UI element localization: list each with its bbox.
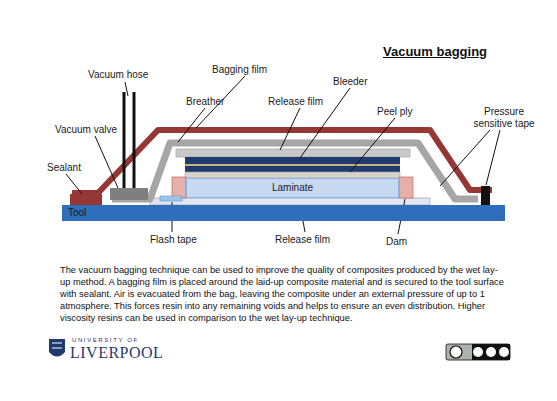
part-label: Vacuum valve [55, 124, 117, 136]
licence-icon [450, 346, 462, 358]
part-label: Release film [268, 96, 323, 108]
part-label: Breather [186, 96, 224, 108]
breather-layer [112, 143, 478, 199]
pressure-tape [481, 186, 490, 205]
part-label: Dam [386, 236, 407, 248]
node-text: Laminate [272, 182, 313, 194]
licence-badge [472, 344, 510, 360]
bleeder-layer [185, 157, 400, 172]
licence-badge [446, 344, 510, 360]
vacuum-hose [123, 92, 126, 188]
release-film-layer [176, 149, 410, 157]
licence-icon [486, 347, 496, 357]
logo-shield-mark [52, 343, 62, 348]
diagram-title: Vacuum bagging [383, 44, 487, 60]
part-label: Peel ply [377, 106, 413, 118]
part-label: Release film [275, 234, 330, 246]
part-label: Flash tape [150, 234, 197, 246]
flash-tape [160, 196, 182, 201]
dam-block [172, 177, 186, 198]
caption-text: The vacuum bagging technique can be used… [60, 264, 506, 324]
part-label: Bagging film [212, 64, 267, 76]
vacuum-hose [133, 92, 136, 188]
release-film-layer [150, 198, 430, 205]
part-label: Vacuum hose [88, 69, 148, 81]
logo-shield [49, 339, 65, 357]
node-text: Tool [68, 207, 86, 219]
part-label: Pressure sensitive tape [466, 106, 542, 130]
tool-band: Tool [62, 205, 505, 221]
laminate-box: Laminate [186, 178, 399, 198]
bleeder-stripe [185, 164, 400, 166]
dam-block [399, 177, 413, 198]
part-label: Bleeder [333, 76, 367, 88]
licence-icon [499, 347, 509, 357]
logo-text: UNIVERSITY OF [72, 337, 139, 344]
part-label: Sealant [47, 162, 81, 174]
vacuum-valve [110, 188, 148, 200]
logo-text: LIVERPOOL [70, 344, 163, 361]
sealant-block [70, 194, 102, 205]
licence-icon [473, 347, 483, 357]
